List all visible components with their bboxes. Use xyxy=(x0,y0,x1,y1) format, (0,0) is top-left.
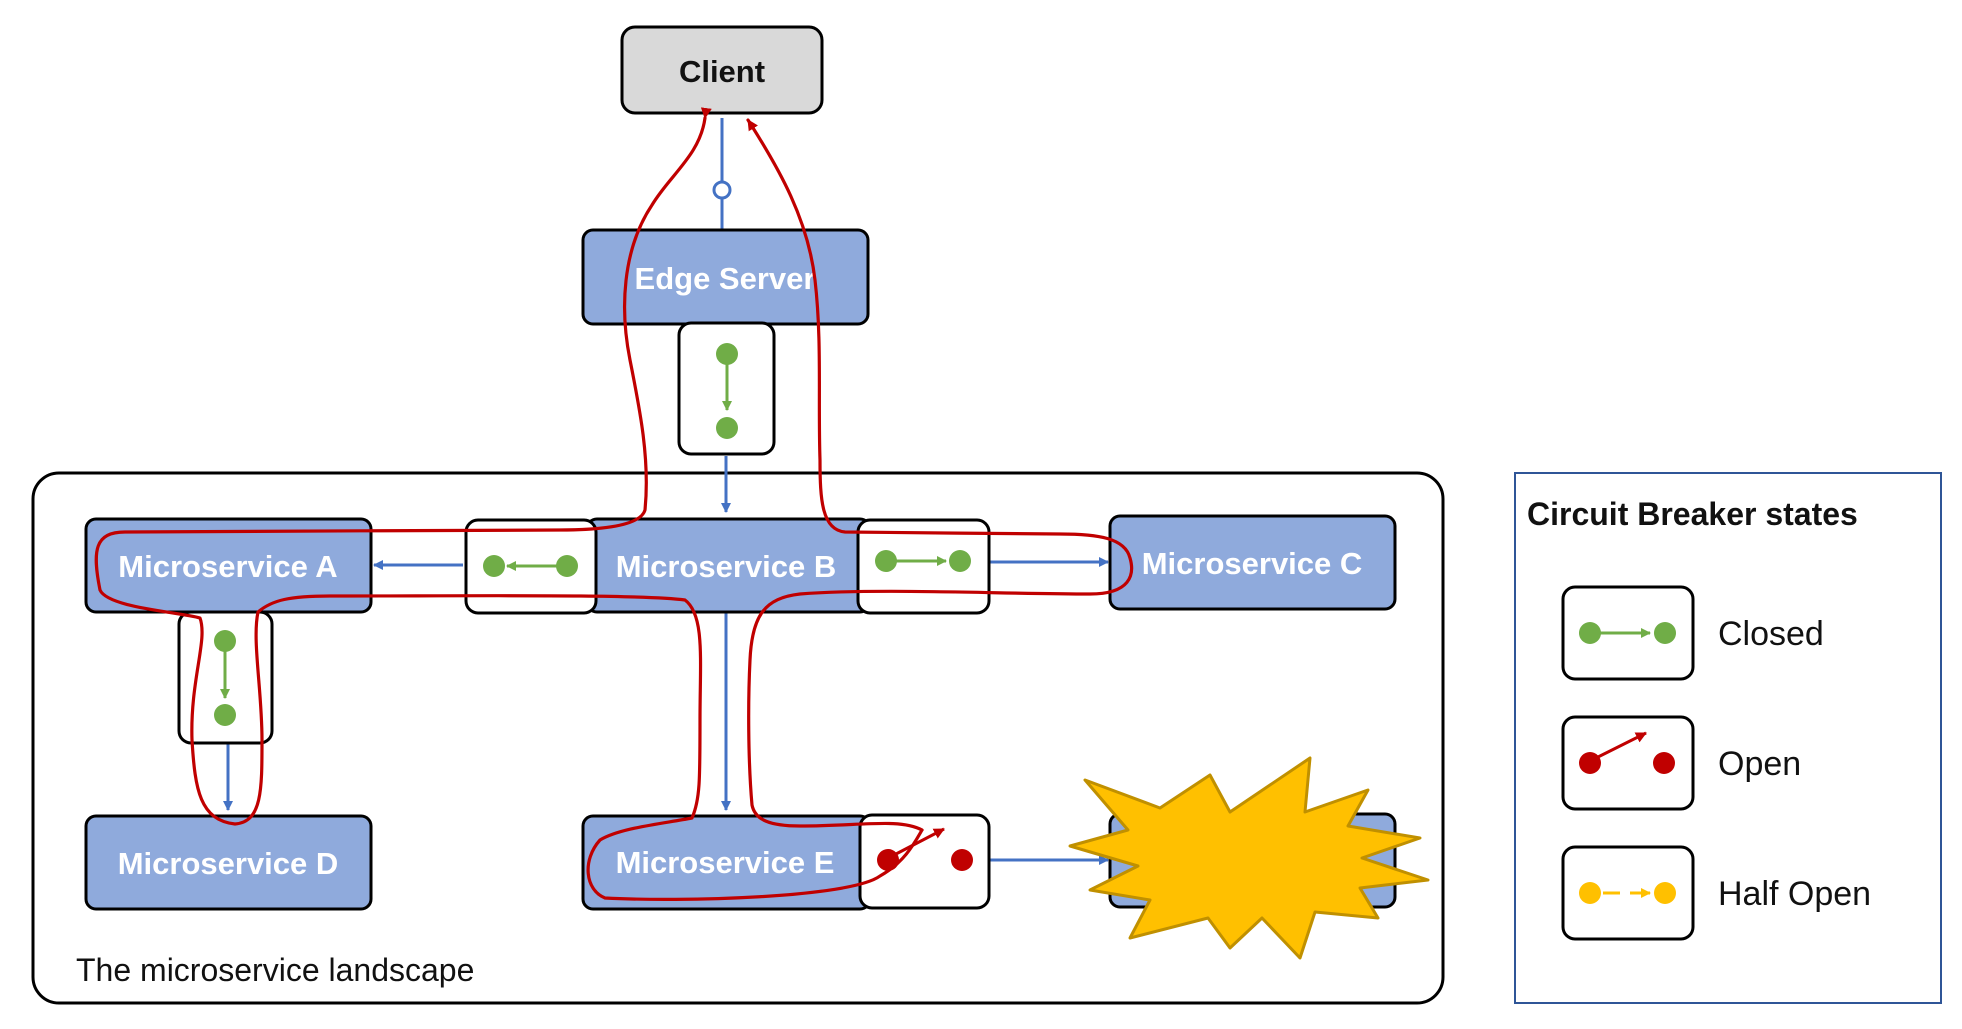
microservice-b-node: Microservice B xyxy=(585,517,872,614)
open-breaker-icon xyxy=(1579,731,1675,774)
legend-label-open: Open xyxy=(1718,745,1801,783)
failure-burst-icon xyxy=(1068,756,1430,960)
half-open-breaker-icon xyxy=(1579,882,1676,904)
microservice-a-label: Microservice A xyxy=(118,549,337,584)
circuit-breaker-e-failing xyxy=(858,813,991,910)
legend-item-open: Open xyxy=(1561,715,1801,811)
connector-arrows xyxy=(223,118,1109,865)
microservice-landscape: The microservice landscape xyxy=(31,471,1445,1005)
client-node: Client xyxy=(620,25,824,115)
legend: Circuit Breaker states Closed Open xyxy=(1514,472,1942,1004)
microservice-d-label: Microservice D xyxy=(118,846,339,881)
closed-breaker-icon xyxy=(1579,622,1676,644)
closed-breaker-icon xyxy=(875,550,971,572)
microservice-e-label: Microservice E xyxy=(616,845,835,880)
closed-breaker-icon xyxy=(214,630,236,726)
closed-breaker-icon xyxy=(716,343,738,439)
circuit-breaker-edge-b xyxy=(677,321,776,456)
legend-label-half-open: Half Open xyxy=(1718,875,1871,913)
microservice-b-label: Microservice B xyxy=(616,549,837,584)
client-label: Client xyxy=(679,54,765,89)
landscape-label: The microservice landscape xyxy=(76,952,474,988)
closed-breaker-icon xyxy=(483,555,578,577)
microservice-c-node: Microservice C xyxy=(1108,514,1397,611)
microservice-e-node: Microservice E xyxy=(581,814,872,911)
microservice-d-node: Microservice D xyxy=(84,814,373,911)
microservice-a-node: Microservice A xyxy=(84,517,373,614)
microservice-c-label: Microservice C xyxy=(1142,546,1363,581)
legend-item-closed: Closed xyxy=(1561,585,1824,681)
edge-server-label: Edge Server xyxy=(635,261,816,296)
socket-icon xyxy=(712,180,732,200)
legend-item-half-open: Half Open xyxy=(1561,845,1871,941)
request-path xyxy=(94,107,1134,901)
legend-label-closed: Closed xyxy=(1718,615,1824,653)
circuit-breaker-b-a xyxy=(464,518,598,615)
legend-title: Circuit Breaker states xyxy=(1527,496,1858,532)
